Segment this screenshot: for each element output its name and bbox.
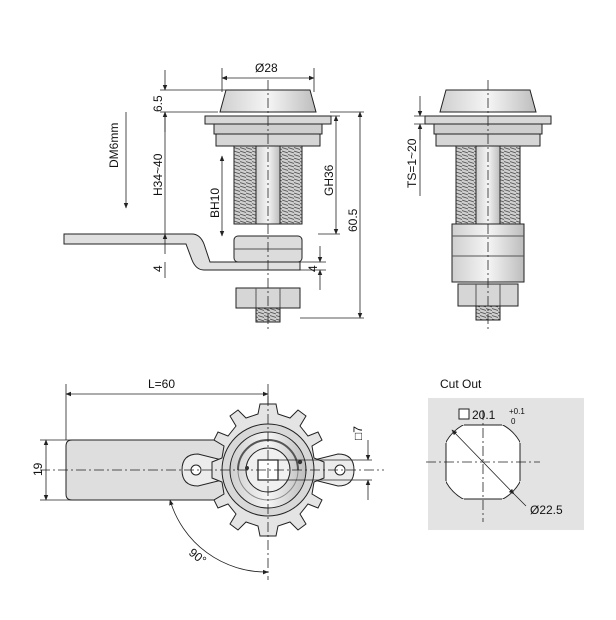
cutout-dimensions — [451, 429, 527, 507]
bh-label: BH10 — [208, 188, 222, 218]
cutout-square-label: 20.1 — [472, 408, 496, 422]
housing-height-label: H34~40 — [151, 153, 165, 196]
cutout-diameter-label: Ø22.5 — [530, 503, 563, 517]
cutout-title: Cut Out — [440, 377, 482, 391]
length-label: L=60 — [148, 377, 175, 391]
cap-height-label: 6.5 — [151, 95, 165, 112]
cam-thickness-left-label: 4 — [151, 265, 165, 272]
square-symbol-icon — [458, 408, 470, 420]
right-view-dimensions — [414, 96, 440, 196]
width-label: 19 — [31, 462, 45, 476]
cutout-tolerance-upper: +0.1 — [509, 407, 525, 416]
dia-top-label: Ø28 — [255, 61, 278, 75]
thickness-range-label: TS=1~20 — [405, 138, 419, 188]
cam-thickness-right-label: 4 — [306, 265, 320, 272]
gh-label: GH36 — [322, 164, 336, 196]
right-view — [424, 80, 552, 330]
side-view — [63, 80, 332, 330]
side-view-dimensions — [64, 68, 364, 319]
rotation-label: 90° — [186, 545, 209, 567]
bottom-view-dimensions — [40, 384, 372, 575]
total-height-label: 60.5 — [346, 208, 360, 232]
direction-label: DM6mm — [107, 123, 121, 168]
cutout-tolerance-lower: 0 — [511, 417, 516, 426]
bottom-view — [40, 396, 384, 580]
square-label: □7 — [351, 426, 365, 440]
